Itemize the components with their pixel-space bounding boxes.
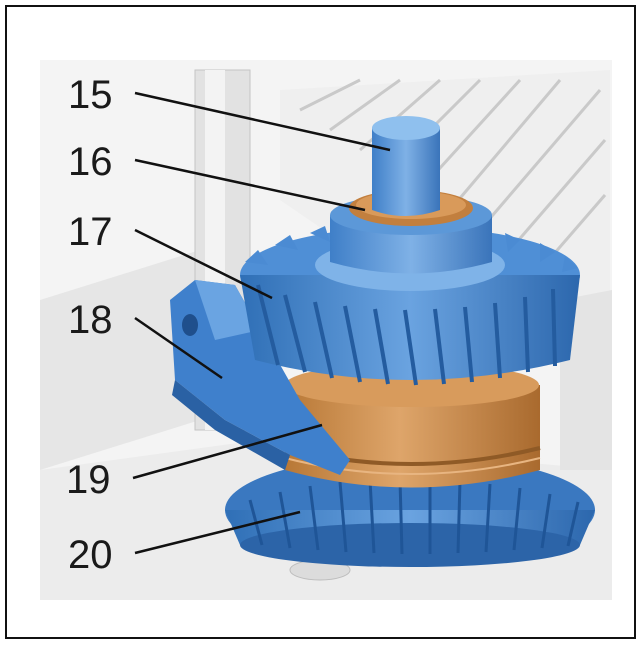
bronze-bushing: [284, 363, 541, 488]
callout-16: 16: [68, 140, 113, 184]
leader-15: [134, 91, 391, 152]
leader-17: [134, 228, 273, 300]
leader-18: [134, 316, 223, 380]
callout-18: 18: [68, 298, 113, 342]
shaft-hub-assembly: [330, 116, 492, 274]
callout-19: 19: [66, 458, 111, 502]
leader-20: [134, 510, 301, 555]
callout-15: 15: [68, 73, 113, 117]
leader-19: [132, 423, 323, 480]
lower-bevel-gear: [225, 455, 595, 567]
callout-17: 17: [68, 210, 113, 254]
callout-leaders: [132, 91, 391, 555]
callout-20: 20: [68, 533, 113, 577]
callout-labels: 15 16 17 18 19 20: [66, 73, 113, 577]
leader-16: [134, 158, 366, 212]
shift-fork-lever: [170, 280, 350, 475]
